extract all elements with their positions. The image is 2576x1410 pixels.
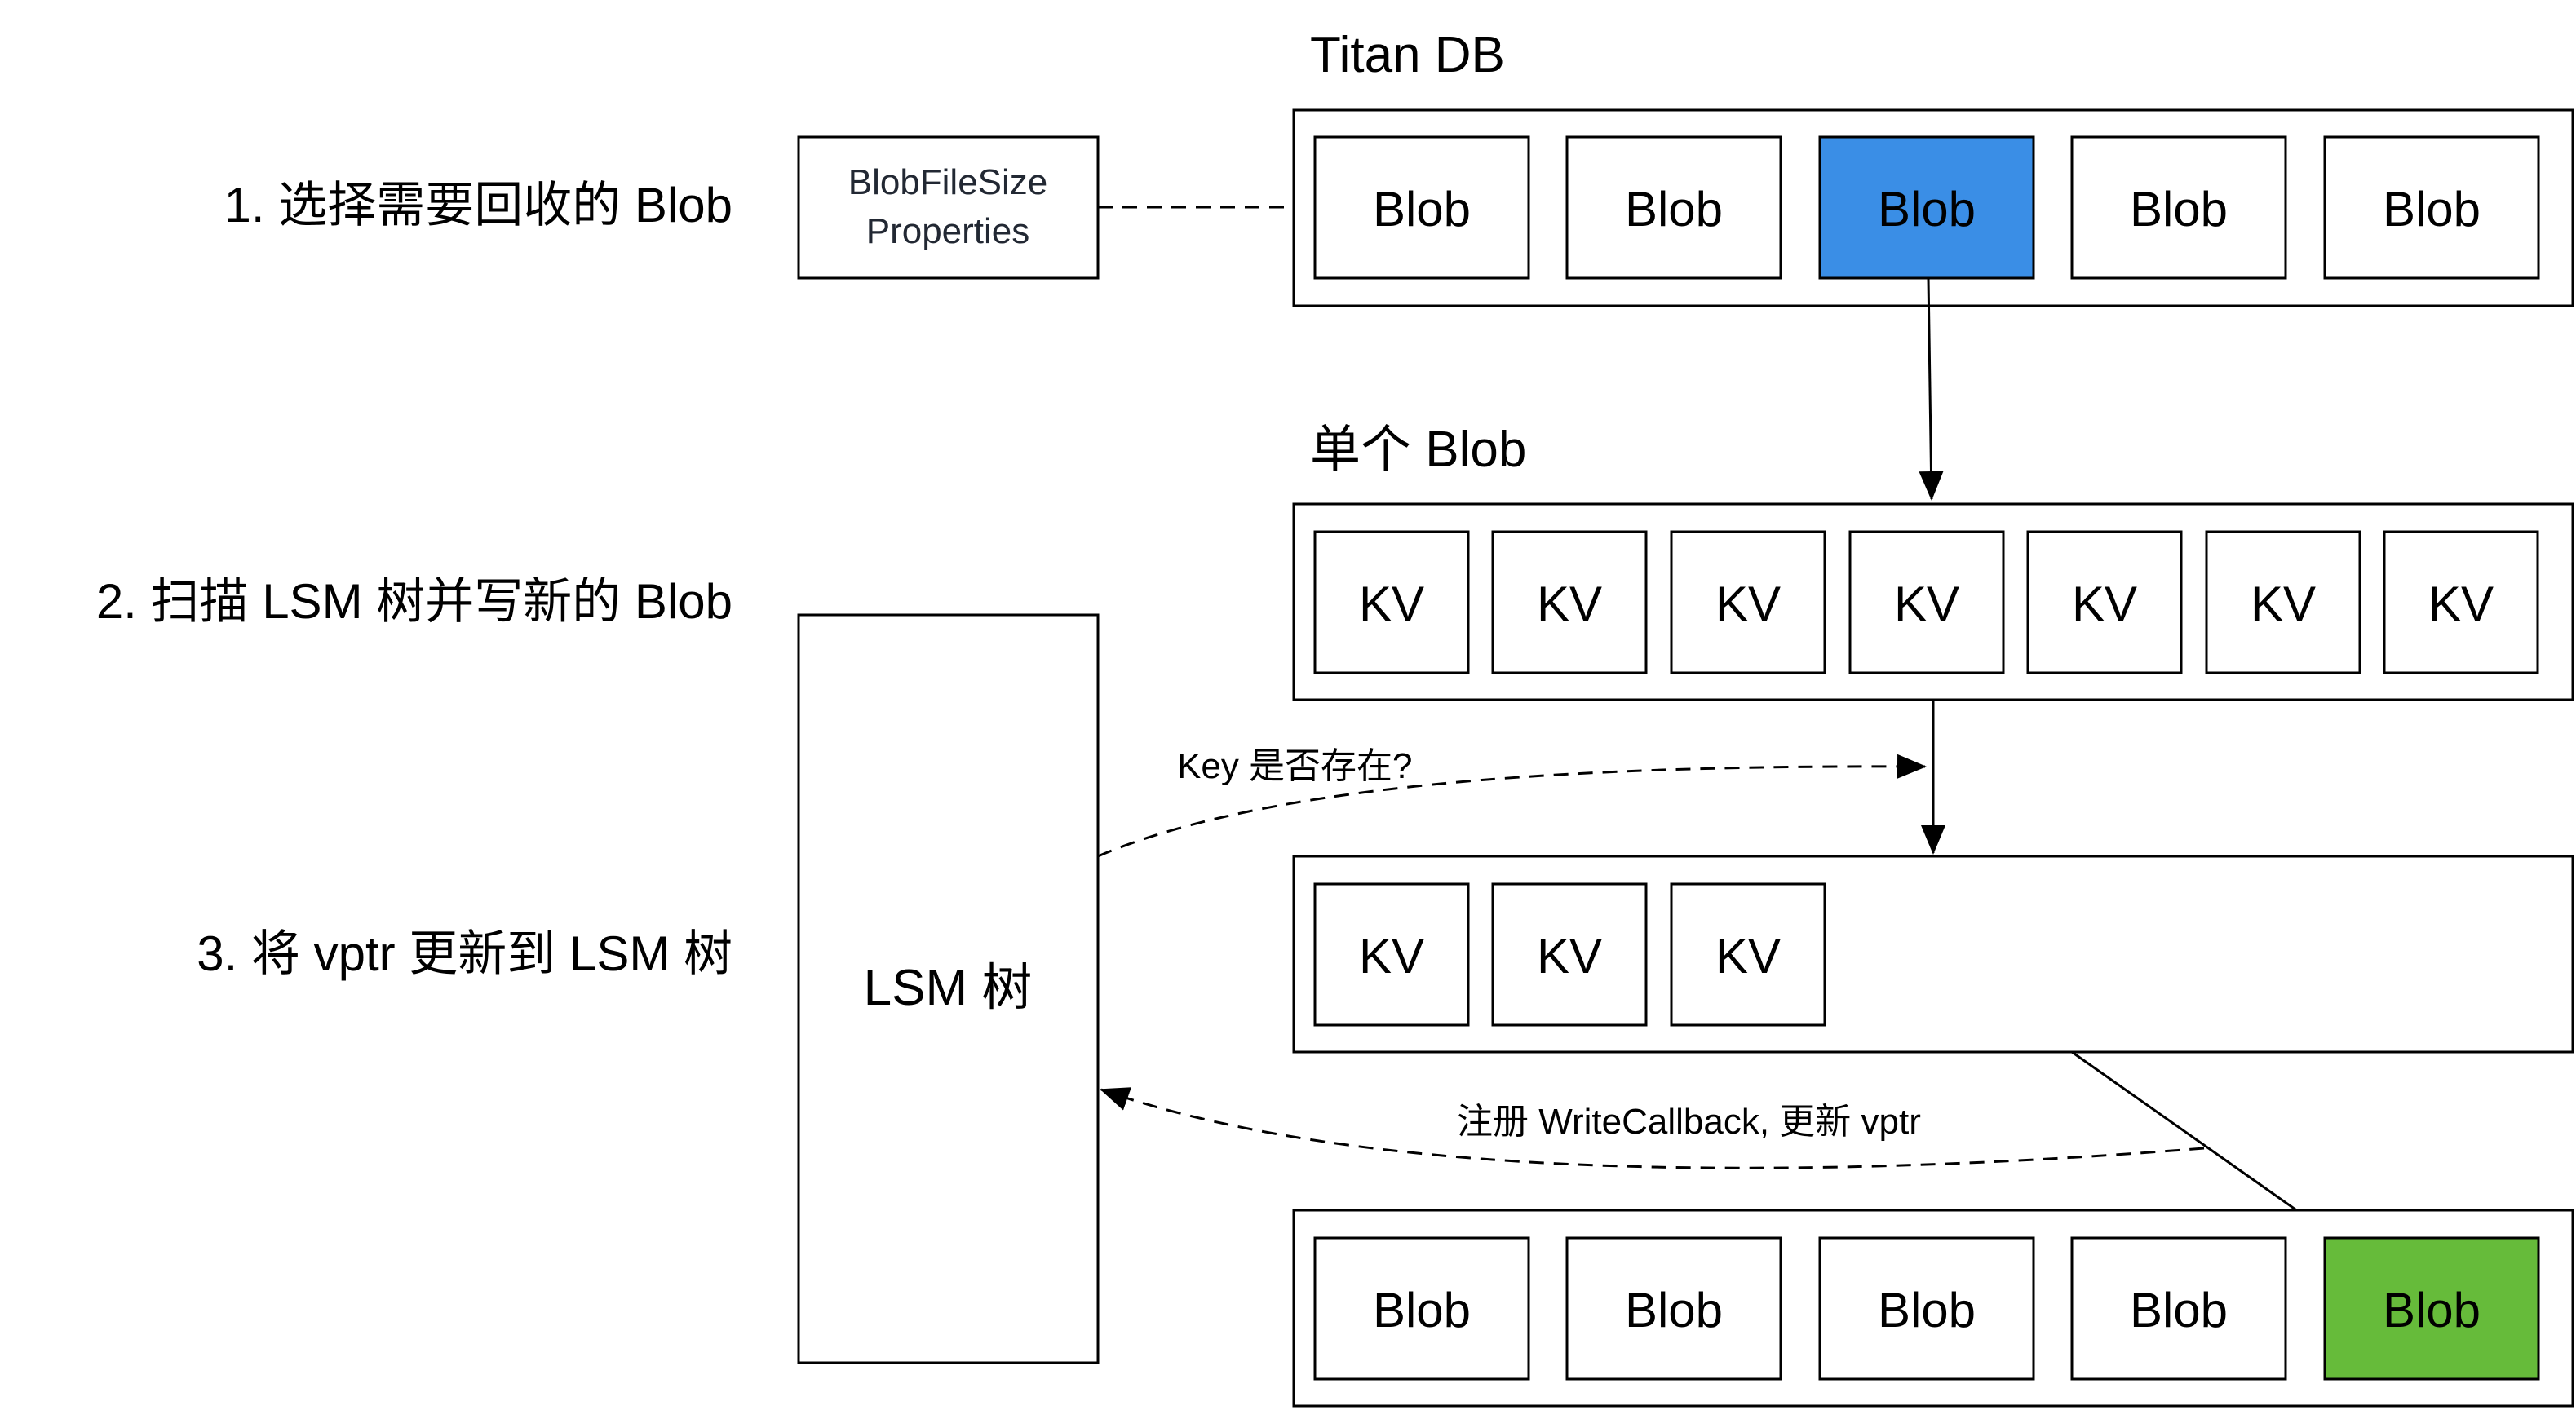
single-kv-6: KV (2205, 530, 2361, 674)
single-kv-7-label: KV (2428, 577, 2494, 631)
single-kv-3: KV (1670, 530, 1826, 674)
new-blob-4: Blob (2070, 1236, 2287, 1381)
titan-blob-3-selected: Blob (1818, 135, 2035, 280)
titan-blob-4-label: Blob (2130, 182, 2228, 236)
filtered-kv-2-label: KV (1537, 929, 1602, 983)
filtered-kv-1: KV (1313, 882, 1470, 1027)
titan-db-container: Blob Blob Blob Blob Blob (1292, 108, 2574, 307)
lsm-tree-box: LSM 树 (797, 613, 1100, 1364)
step-3-label: 3. 将 vptr 更新到 LSM 树 (197, 926, 733, 981)
key-exists-annotation: Key 是否存在? (1177, 746, 1413, 786)
new-blob-2: Blob (1565, 1236, 1782, 1381)
filtered-kv-3-label: KV (1715, 929, 1781, 983)
single-kv-1-label: KV (1359, 577, 1424, 631)
lsm-tree-label: LSM 树 (864, 960, 1033, 1016)
properties-box-line2: Properties (866, 211, 1030, 251)
titan-blob-5: Blob (2323, 135, 2540, 280)
step-2-label: 2. 扫描 LSM 树并写新的 Blob (96, 574, 733, 629)
new-blobs-container: Blob Blob Blob Blob Blob (1292, 1209, 2574, 1408)
step-1-label: 1. 选择需要回收的 Blob (224, 178, 733, 232)
filtered-kv-container: KV KV KV (1292, 855, 2574, 1054)
single-kv-2-label: KV (1537, 577, 1602, 631)
single-blob-container: KV KV KV KV KV KV KV (1292, 502, 2574, 701)
write-callback-annotation: 注册 WriteCallback, 更新 vptr (1457, 1102, 1921, 1142)
single-kv-1: KV (1313, 530, 1470, 674)
titan-blob-2: Blob (1565, 135, 1782, 280)
filtered-kv-2: KV (1491, 882, 1648, 1027)
single-kv-6-label: KV (2251, 577, 2316, 631)
arrow-selected-to-single (1919, 277, 1944, 501)
new-blob-1-label: Blob (1373, 1283, 1471, 1337)
filtered-kv-1-label: KV (1359, 929, 1424, 983)
single-kv-5-label: KV (2072, 577, 2137, 631)
titan-db-title: Titan DB (1310, 27, 1505, 83)
single-kv-4-label: KV (1894, 577, 1959, 631)
filtered-kv-3: KV (1670, 882, 1826, 1027)
new-blob-4-label: Blob (2130, 1283, 2228, 1337)
new-blob-3-label: Blob (1878, 1283, 1976, 1337)
properties-box-line1: BlobFileSize (848, 162, 1048, 202)
titan-blob-1: Blob (1313, 135, 1530, 280)
single-kv-7: KV (2383, 530, 2539, 674)
single-kv-3-label: KV (1715, 577, 1781, 631)
new-blob-3: Blob (1818, 1236, 2035, 1381)
titan-blob-5-label: Blob (2383, 182, 2481, 236)
new-blob-2-label: Blob (1625, 1283, 1723, 1337)
key-exists-check-curve (1097, 754, 1927, 858)
new-blob-1: Blob (1313, 1236, 1530, 1381)
arrow-filtered-to-new-blob (2071, 1050, 2333, 1236)
titan-blob-2-label: Blob (1625, 182, 1723, 236)
single-kv-4: KV (1848, 530, 2005, 674)
write-callback-curve (1100, 1087, 2205, 1169)
new-blob-5-label: Blob (2383, 1283, 2481, 1337)
titan-blob-4: Blob (2070, 135, 2287, 280)
new-blob-5-written: Blob (2323, 1236, 2540, 1381)
titan-blob-3-label: Blob (1878, 182, 1976, 236)
single-blob-title: 单个 Blob (1310, 422, 1526, 478)
titan-blob-1-label: Blob (1373, 182, 1471, 236)
single-kv-5: KV (2026, 530, 2183, 674)
blob-file-size-properties-box: BlobFileSize Properties (797, 135, 1100, 280)
single-kv-2: KV (1491, 530, 1648, 674)
